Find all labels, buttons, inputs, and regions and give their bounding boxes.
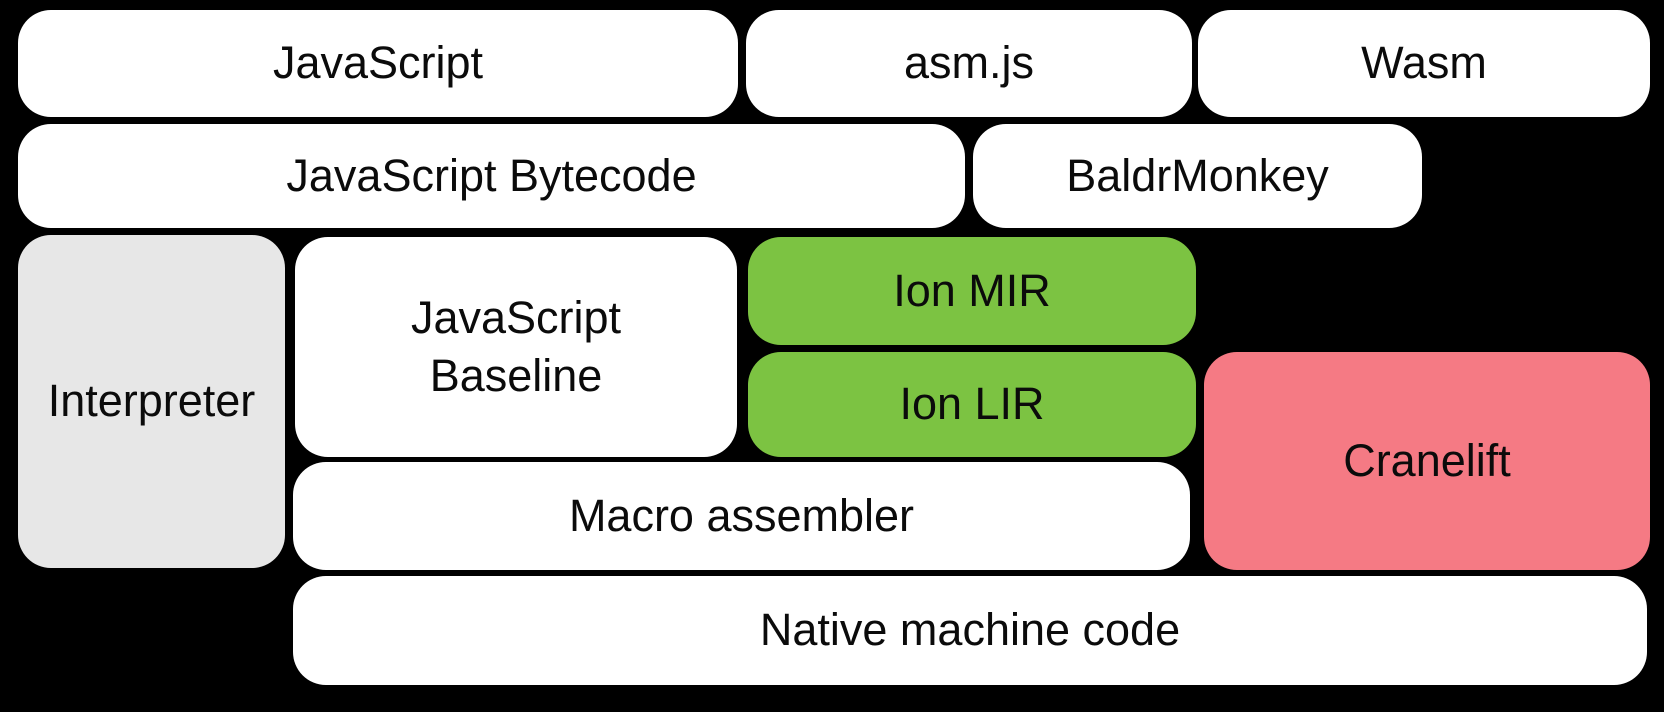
box-baldrmonkey: BaldrMonkey xyxy=(973,124,1422,228)
box-ion-lir-label: Ion LIR xyxy=(899,378,1045,430)
box-native-machine-code-label: Native machine code xyxy=(759,604,1181,656)
box-cranelift: Cranelift xyxy=(1204,352,1650,570)
box-interpreter: Interpreter xyxy=(18,235,285,568)
box-wasm-label: Wasm xyxy=(1361,37,1487,89)
box-baldrmonkey-label: BaldrMonkey xyxy=(1066,149,1329,201)
box-javascript-baseline-label: JavaScript Baseline xyxy=(410,291,622,402)
box-asmjs-label: asm.js xyxy=(903,37,1034,89)
box-cranelift-label: Cranelift xyxy=(1343,434,1511,486)
box-javascript-baseline: JavaScript Baseline xyxy=(295,237,737,457)
box-macro-assembler: Macro assembler xyxy=(293,462,1190,570)
box-wasm: Wasm xyxy=(1198,10,1650,117)
box-native-machine-code: Native machine code xyxy=(293,576,1647,685)
box-javascript-bytecode: JavaScript Bytecode xyxy=(18,124,965,228)
box-ion-mir: Ion MIR xyxy=(748,237,1196,345)
box-interpreter-label: Interpreter xyxy=(47,375,256,427)
box-javascript-bytecode-label: JavaScript Bytecode xyxy=(286,149,697,201)
box-ion-lir: Ion LIR xyxy=(748,352,1196,457)
box-macro-assembler-label: Macro assembler xyxy=(568,489,915,541)
box-javascript: JavaScript xyxy=(18,10,738,117)
box-ion-mir-label: Ion MIR xyxy=(893,264,1051,316)
box-javascript-label: JavaScript xyxy=(272,37,484,89)
box-asmjs: asm.js xyxy=(746,10,1192,117)
